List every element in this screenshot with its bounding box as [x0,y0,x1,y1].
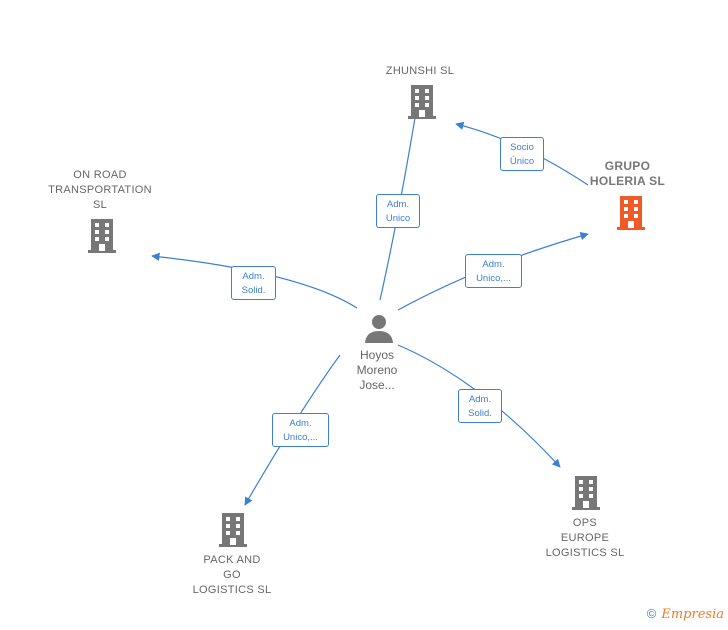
edge-label-grupo-zhunshi: Socio Único [500,137,544,171]
edge-label-person-pack: Adm. Unico,... [272,413,329,447]
building-icon[interactable] [216,513,250,547]
node-label-ops-europe[interactable]: OPS EUROPE LOGISTICS SL [545,517,625,559]
node-label-grupo-holeria[interactable]: GRUPO HOLERIA SL [589,159,666,188]
edge-label-person-grupo: Adm. Unico,... [465,254,522,288]
edge-label-person-zhunshi: Adm. Unico [376,194,420,228]
node-label-person[interactable]: Hoyos Moreno Jose... [356,348,398,392]
node-label-zhunshi[interactable]: ZHUNSHI SL [385,65,455,77]
building-icon[interactable] [569,476,603,510]
edge-label-person-ops: Adm. Solid. [458,389,502,423]
building-icon[interactable] [614,196,648,230]
building-icon[interactable] [405,85,439,119]
edge-person-onroad[interactable] [151,252,358,309]
copyright-symbol: © [646,606,657,621]
edge-label-person-onroad: Adm. Solid. [231,266,276,300]
person-icon[interactable] [364,313,394,343]
footer-brand: © Empresia [647,606,724,622]
brand-logo: Empresia [661,607,724,622]
building-icon[interactable] [85,219,119,253]
node-label-pack-and-go[interactable]: PACK AND GO LOGISTICS SL [192,554,272,596]
node-label-on-road[interactable]: ON ROAD TRANSPORTATION SL [48,169,152,211]
